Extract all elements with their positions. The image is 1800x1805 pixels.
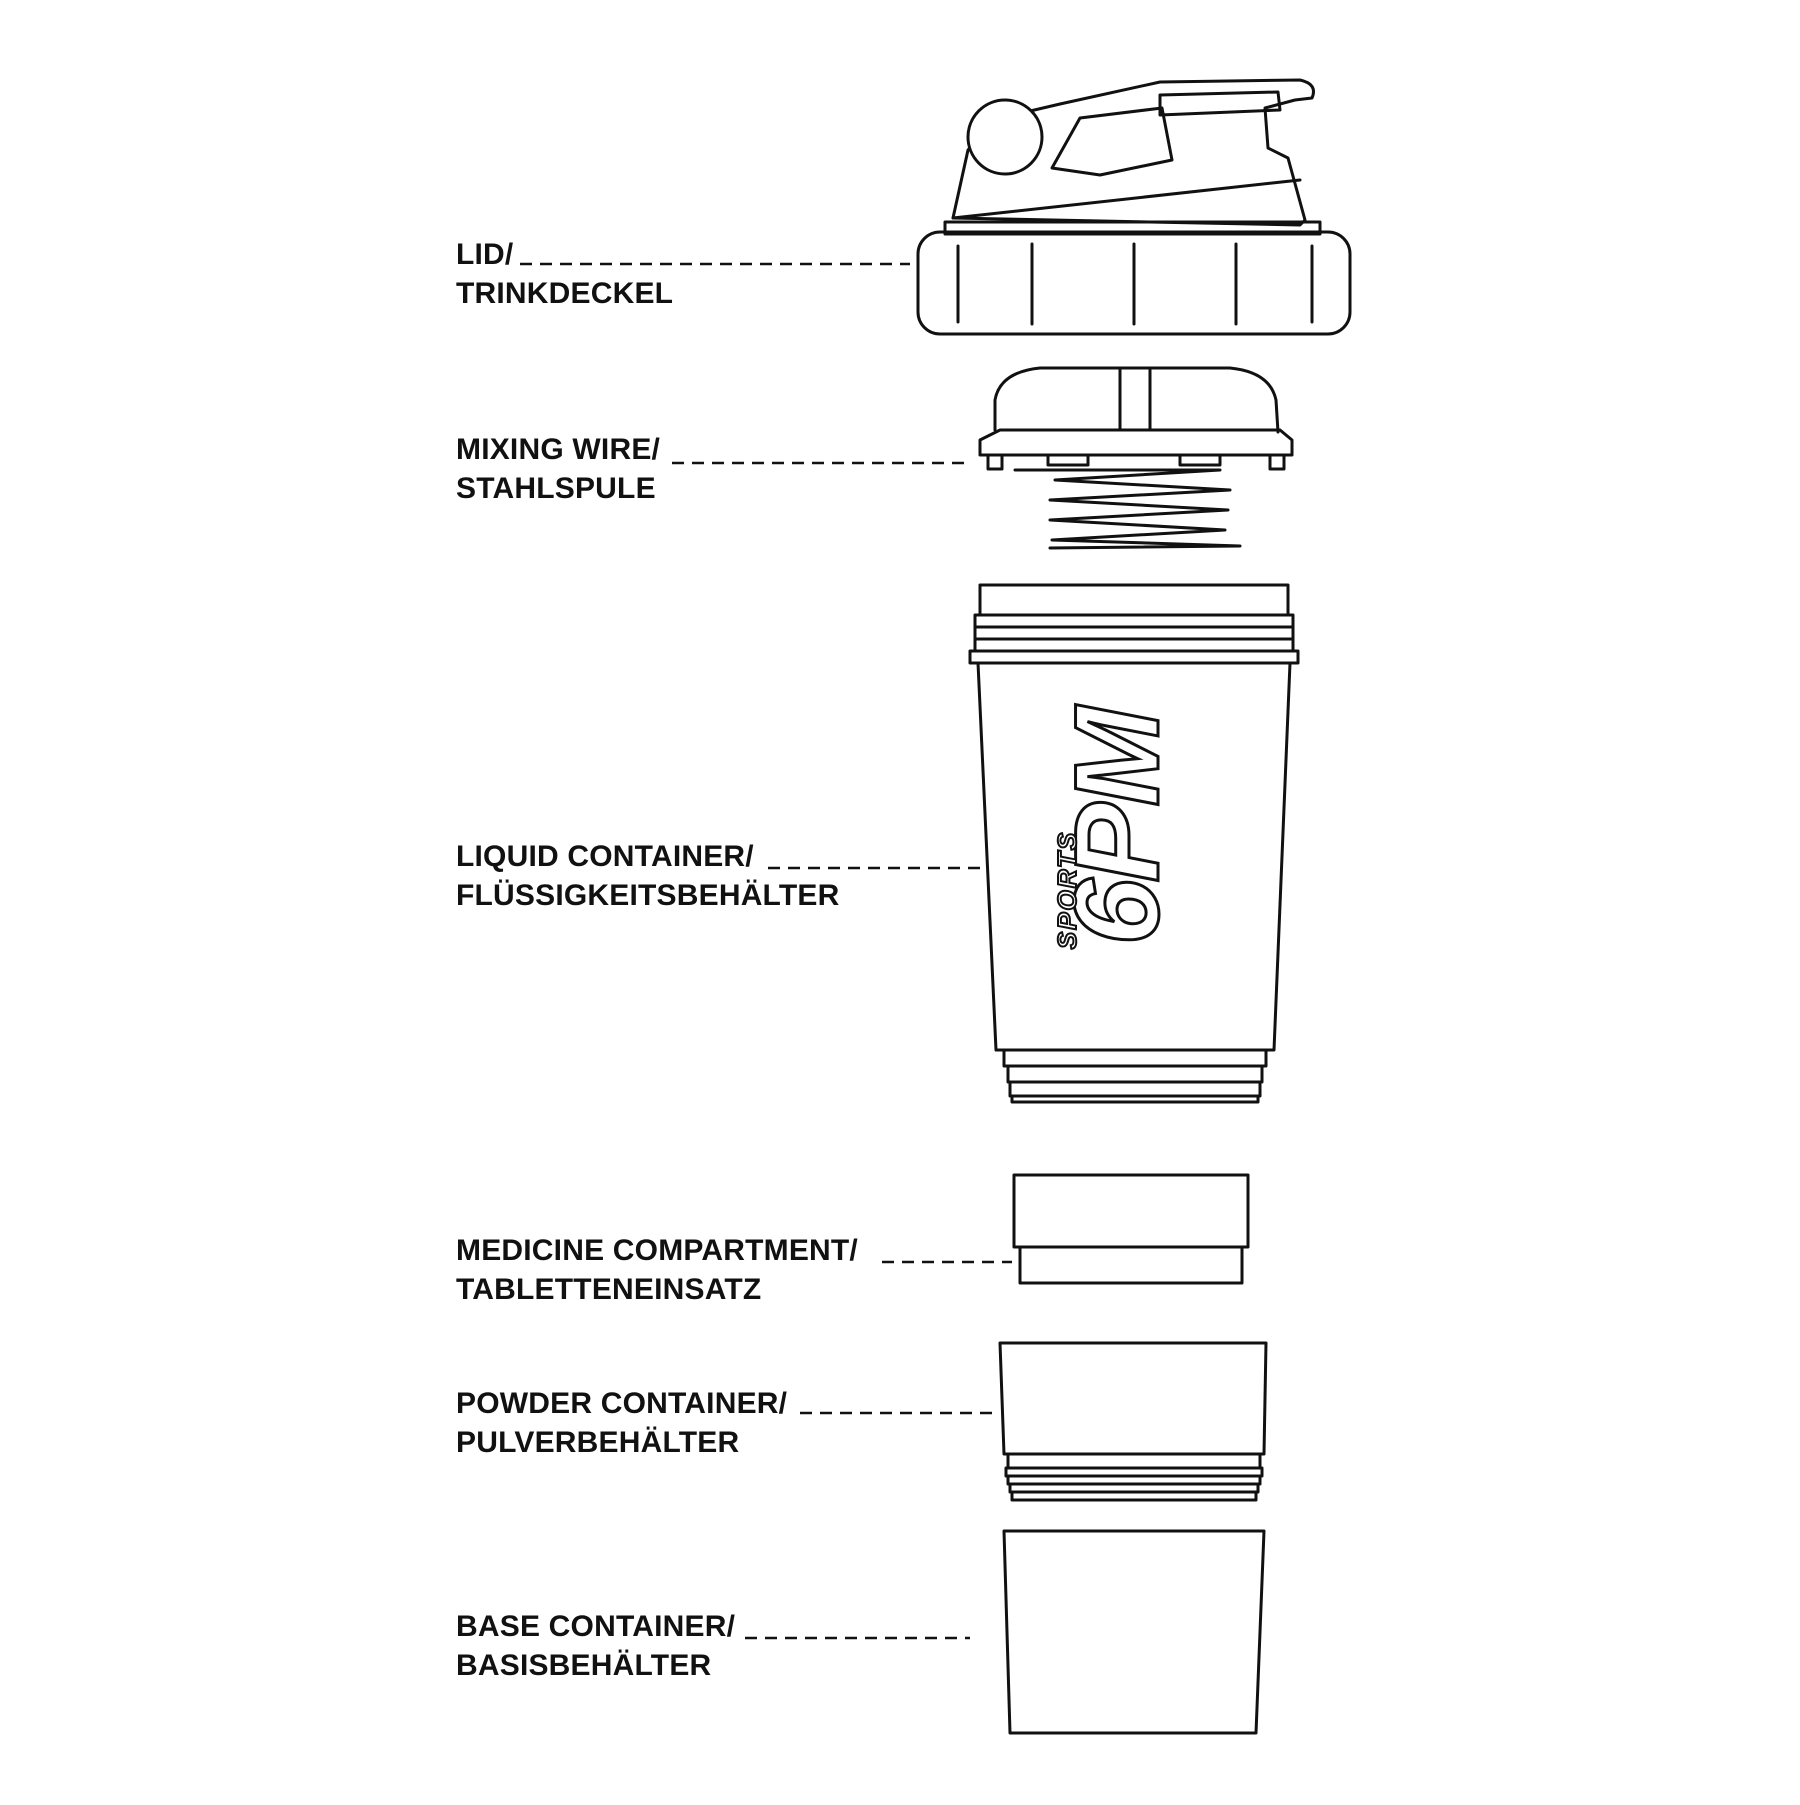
lid-hinge-knob — [966, 98, 1044, 176]
lid-spout-tab — [1158, 90, 1282, 117]
label-mixing-wire-de: STAHLSPULE — [456, 472, 656, 505]
lid-flip-cap — [951, 78, 1315, 227]
logo-small-text: SPORTS — [1052, 831, 1082, 949]
base-container-part — [1002, 1529, 1266, 1735]
mixing-wire-coil — [1013, 468, 1242, 550]
label-liquid-container-de: FLÜSSIGKEITSBEHÄLTER — [456, 879, 840, 912]
label-mixing-wire-en: MIXING WIRE/ — [456, 433, 661, 466]
lid-band — [916, 230, 1352, 336]
label-lid-de: TRINKDECKEL — [456, 277, 674, 310]
label-powder-container-en: POWDER CONTAINER/ — [456, 1387, 788, 1420]
label-medicine-compartment-en: MEDICINE COMPARTMENT/ — [456, 1234, 858, 1267]
label-mixing-wire: MIXING WIRE/ STAHLSPULE — [456, 430, 660, 508]
lid-spout-window — [1050, 106, 1174, 177]
mixing-wire-part — [978, 366, 1294, 550]
label-powder-container: POWDER CONTAINER/ PULVERBEHÄLTER — [456, 1384, 787, 1462]
medicine-compartment-top — [1012, 1173, 1250, 1249]
label-lid: LID/ TRINKDECKEL — [456, 235, 673, 313]
logo-big-text: 6PM — [1050, 704, 1184, 946]
logo-6pm: 6PM SPORTS — [1049, 702, 1186, 950]
label-liquid-container: LIQUID CONTAINER/ FLÜSSIGKEITSBEHÄLTER — [456, 837, 839, 915]
label-medicine-compartment-de: TABLETTENEINSATZ — [456, 1273, 762, 1306]
label-medicine-compartment: MEDICINE COMPARTMENT/ TABLETTENEINSATZ — [456, 1231, 858, 1309]
liquid-container-top-ring — [978, 583, 1290, 617]
label-base-container-de: BASISBEHÄLTER — [456, 1649, 712, 1682]
liquid-container-body — [976, 661, 1292, 1052]
label-base-container: BASE CONTAINER/ BASISBEHÄLTER — [456, 1607, 735, 1685]
medicine-compartment-bottom — [1018, 1245, 1244, 1285]
powder-container-body — [998, 1341, 1268, 1456]
label-liquid-container-en: LIQUID CONTAINER/ — [456, 840, 754, 873]
lid-rim — [943, 220, 1322, 236]
mixing-wire-disc — [978, 428, 1294, 457]
label-base-container-en: BASE CONTAINER/ — [456, 1610, 736, 1643]
label-powder-container-de: PULVERBEHÄLTER — [456, 1426, 740, 1459]
mixing-wire-handle — [993, 366, 1280, 434]
liquid-container-bottom-ring — [1002, 1048, 1268, 1068]
medicine-compartment-part — [1012, 1173, 1250, 1285]
lid-part — [916, 78, 1352, 336]
powder-container-part — [998, 1341, 1268, 1502]
base-container-body — [1002, 1529, 1266, 1735]
label-lid-en: LID/ — [456, 238, 514, 271]
liquid-container-part: 6PM SPORTS — [968, 583, 1300, 1104]
